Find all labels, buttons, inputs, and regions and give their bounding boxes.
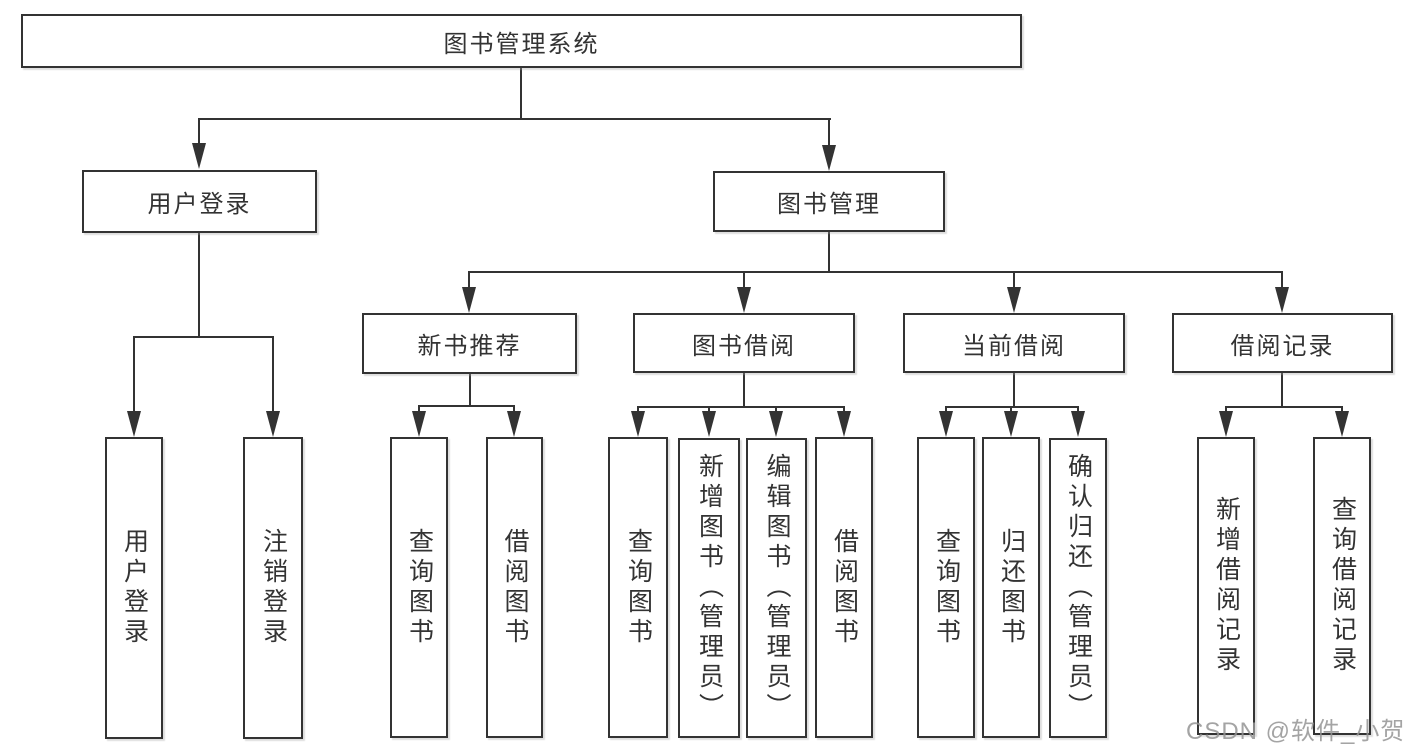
node-label: 编辑图书（管理员） (763, 453, 791, 723)
connector-line (946, 406, 1079, 408)
node-bb-query-books: 查询图书 (608, 437, 668, 738)
node-label: 注销登录 (259, 528, 288, 648)
node-label: 查询图书 (624, 527, 653, 648)
connector-line (743, 373, 745, 407)
node-cb-return-books: 归还图书 (982, 437, 1040, 738)
node-label: 图书管理 (777, 191, 881, 218)
connector-line (419, 405, 515, 407)
node-cb-confirm-return: 确认归还（管理员） (1049, 438, 1107, 738)
node-label: 借阅图书 (501, 527, 529, 648)
watermark: CSDN @软件_小贺同学 (1186, 718, 1405, 745)
node-borrowing-records: 借阅记录 (1172, 313, 1393, 373)
connector-line (1281, 373, 1283, 407)
connector-line (520, 68, 522, 120)
node-login: 用户登录 (105, 437, 163, 739)
node-label: 新增图书（管理员） (695, 453, 724, 723)
node-label: 借阅记录 (1230, 332, 1335, 360)
node-bb-borrow-books: 借阅图书 (815, 437, 873, 738)
connector-line (828, 232, 830, 273)
node-label: 用户登录 (120, 528, 149, 648)
node-book-management: 图书管理 (713, 171, 945, 232)
node-book-borrowing: 图书借阅 (633, 313, 855, 373)
node-cb-query-books: 查询图书 (917, 437, 975, 738)
connector-line (638, 406, 845, 408)
node-label: 新增借阅记录 (1212, 496, 1241, 676)
node-nb-borrow-books: 借阅图书 (486, 437, 543, 738)
node-label: 用户登录 (147, 191, 252, 218)
node-new-book-recommend: 新书推荐 (362, 313, 577, 374)
connector-line (1013, 373, 1015, 407)
connector-line (469, 271, 1283, 273)
node-label: 查询图书 (932, 527, 961, 648)
connector-line (1226, 406, 1343, 408)
connector-line (469, 373, 471, 407)
connector-line (133, 336, 274, 338)
node-br-add-record: 新增借阅记录 (1197, 437, 1255, 735)
node-label: 确认归还（管理员） (1064, 453, 1093, 723)
node-label: 借阅图书 (830, 527, 859, 648)
node-br-query-record: 查询借阅记录 (1313, 437, 1371, 735)
node-bb-add-books: 新增图书（管理员） (678, 438, 740, 738)
node-label: 图书借阅 (692, 332, 796, 360)
node-label: 归还图书 (997, 527, 1026, 648)
connector-line (198, 233, 200, 337)
node-label: 当前借阅 (962, 332, 1066, 360)
connector-line (199, 118, 831, 120)
node-nb-query-books: 查询图书 (390, 437, 448, 738)
node-current-borrowing: 当前借阅 (903, 313, 1125, 373)
node-root: 图书管理系统 (21, 14, 1022, 68)
node-logout: 注销登录 (243, 437, 303, 739)
node-label: 查询图书 (405, 527, 434, 648)
node-bb-edit-books: 编辑图书（管理员） (746, 438, 807, 738)
node-label: 新书推荐 (417, 333, 522, 360)
node-label: 查询借阅记录 (1328, 496, 1357, 676)
node-label: 图书管理系统 (443, 30, 600, 58)
node-user-login: 用户登录 (82, 170, 317, 233)
